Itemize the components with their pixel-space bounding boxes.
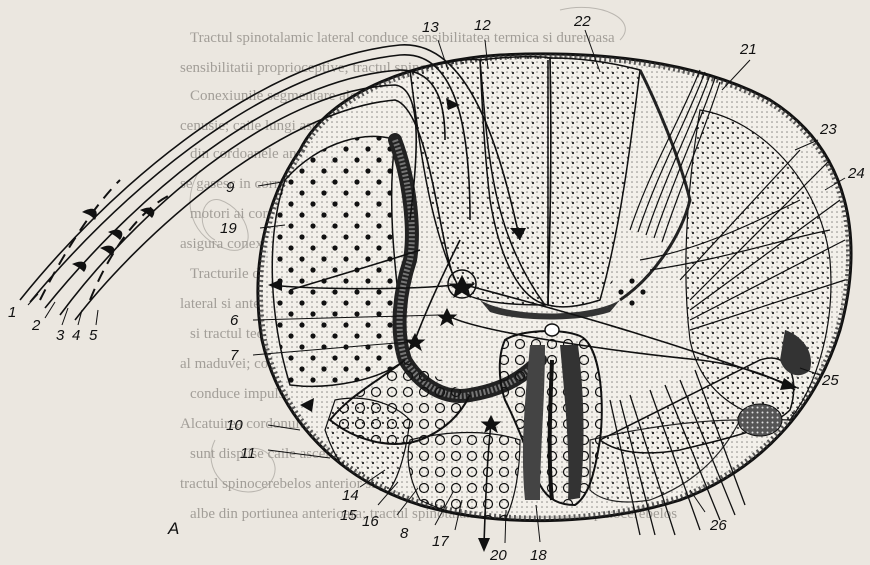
label-5: 5 (89, 327, 98, 344)
label-18: 18 (530, 547, 547, 564)
label-11: 11 (240, 445, 256, 462)
label-7: 7 (230, 347, 239, 364)
label-24: 24 (847, 165, 865, 182)
label-23: 23 (819, 121, 837, 138)
label-22: 22 (573, 13, 591, 30)
label-2: 2 (31, 317, 41, 334)
label-25: 25 (821, 372, 839, 389)
central-canal (545, 324, 559, 336)
nucleus-lateral-dots (608, 274, 652, 306)
label-8: 8 (400, 525, 409, 542)
label-3: 3 (56, 327, 65, 344)
label-21: 21 (739, 41, 757, 58)
label-16: 16 (362, 513, 379, 530)
label-20: 20 (489, 547, 507, 564)
nucleus-dorsalis-right (738, 404, 782, 436)
panel-letter: A (167, 519, 179, 538)
anterior-median-fissure (550, 360, 552, 500)
label-13: 13 (422, 19, 439, 36)
label-19: 19 (220, 220, 237, 237)
label-17: 17 (432, 533, 449, 550)
label-4: 4 (72, 327, 80, 344)
label-9: 9 (226, 179, 235, 196)
label-14: 14 (342, 487, 359, 504)
label-10: 10 (226, 417, 243, 434)
label-15: 15 (340, 507, 357, 524)
label-26: 26 (709, 517, 727, 534)
label-6: 6 (230, 312, 239, 329)
label-1: 1 (8, 304, 16, 321)
label-12: 12 (474, 17, 491, 34)
